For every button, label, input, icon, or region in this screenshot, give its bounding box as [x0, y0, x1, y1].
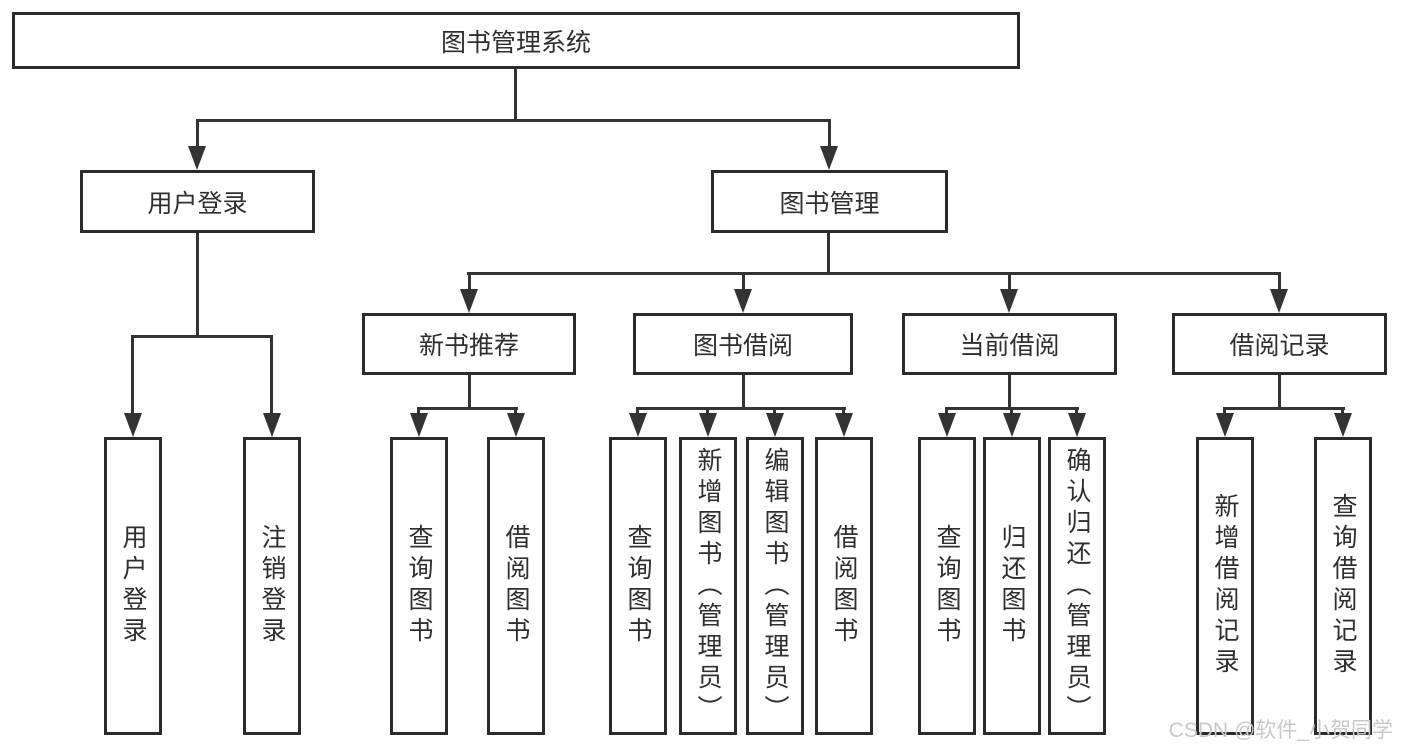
- arrow-down-icon: [1270, 289, 1288, 313]
- connector-line: [1278, 275, 1281, 291]
- connector-line: [270, 338, 273, 416]
- arrow-down-icon: [1003, 413, 1021, 437]
- connector-line: [742, 275, 745, 291]
- leaf-label: 编辑图书（管理员）: [761, 446, 789, 726]
- arrow-down-icon: [766, 413, 784, 437]
- arrow-down-icon: [1068, 413, 1086, 437]
- connector-line: [131, 335, 273, 338]
- node-label: 图书借阅: [692, 332, 793, 360]
- arrow-down-icon: [1334, 413, 1352, 437]
- arrow-down-icon: [1000, 289, 1018, 313]
- leaf-borrow-books-recommend: 借阅图书: [487, 437, 545, 735]
- leaf-label: 查询借阅记录: [1329, 493, 1357, 679]
- connector-line: [636, 407, 846, 410]
- leaf-label: 查询图书: [624, 524, 652, 648]
- node-label: 新书推荐: [418, 332, 519, 360]
- leaf-add-borrow-record: 新增借阅记录: [1196, 437, 1254, 735]
- leaf-label: 借阅图书: [830, 524, 858, 648]
- leaf-add-book-admin: 新增图书（管理员）: [679, 437, 737, 735]
- connector-line: [828, 122, 831, 148]
- arrow-down-icon: [410, 413, 428, 437]
- node-label: 当前借阅: [959, 332, 1060, 360]
- leaf-user-login: 用户登录: [104, 437, 162, 735]
- leaf-label: 注销登录: [258, 524, 286, 648]
- leaf-label: 新增借阅记录: [1211, 493, 1239, 679]
- node-label: 用户登录: [147, 189, 248, 218]
- node-new-book-recommendation: 新书推荐: [362, 313, 576, 375]
- arrow-down-icon: [820, 146, 838, 170]
- leaf-label: 用户登录: [119, 524, 147, 648]
- arrow-down-icon: [188, 146, 206, 170]
- connector-line: [467, 272, 1281, 275]
- arrow-down-icon: [263, 413, 281, 437]
- connector-line: [1278, 375, 1281, 407]
- connector-line: [1008, 375, 1011, 407]
- arrow-down-icon: [124, 413, 142, 437]
- leaf-query-books-recommend: 查询图书: [390, 437, 448, 735]
- leaf-query-books-current: 查询图书: [918, 437, 976, 735]
- arrow-down-icon: [629, 413, 647, 437]
- node-label: 图书管理: [779, 189, 880, 218]
- connector-line: [742, 375, 745, 407]
- leaf-label: 查询图书: [405, 524, 433, 648]
- leaf-edit-book-admin: 编辑图书（管理员）: [746, 437, 804, 735]
- connector-line: [468, 275, 471, 291]
- connector-line: [1008, 275, 1011, 291]
- leaf-label: 新增图书（管理员）: [694, 446, 722, 726]
- arrow-down-icon: [507, 413, 525, 437]
- leaf-query-borrow-record: 查询借阅记录: [1314, 437, 1372, 735]
- connector-line: [468, 375, 471, 407]
- node-current-borrowing: 当前借阅: [902, 313, 1117, 375]
- arrow-down-icon: [699, 413, 717, 437]
- connector-line: [514, 69, 517, 119]
- leaf-confirm-return-admin: 确认归还（管理员）: [1048, 437, 1106, 735]
- node-book-management: 图书管理: [711, 170, 948, 233]
- connector-line: [945, 407, 1079, 410]
- arrow-down-icon: [938, 413, 956, 437]
- connector-line: [827, 233, 830, 272]
- arrow-down-icon: [835, 413, 853, 437]
- leaf-label: 确认归还（管理员）: [1063, 446, 1091, 726]
- arrow-down-icon: [734, 289, 752, 313]
- node-label: 图书管理系统: [440, 28, 591, 57]
- connector-line: [1223, 407, 1345, 410]
- node-book-borrowing: 图书借阅: [633, 313, 853, 375]
- connector-line: [131, 338, 134, 416]
- leaf-label: 归还图书: [998, 524, 1026, 648]
- node-label: 借阅记录: [1229, 332, 1330, 360]
- connector-line: [196, 119, 831, 122]
- connector-line: [417, 407, 518, 410]
- node-borrowing-records: 借阅记录: [1172, 313, 1387, 375]
- leaf-label: 查询图书: [933, 524, 961, 648]
- leaf-borrow-books-borrowing: 借阅图书: [815, 437, 873, 735]
- leaf-return-book: 归还图书: [983, 437, 1041, 735]
- connector-line: [196, 122, 199, 148]
- connector-line: [196, 233, 199, 335]
- node-user-login: 用户登录: [80, 170, 315, 233]
- arrow-down-icon: [1216, 413, 1234, 437]
- node-library-system: 图书管理系统: [12, 12, 1020, 69]
- arrow-down-icon: [460, 289, 478, 313]
- watermark: CSDN @软件_小贺同学: [1168, 719, 1393, 742]
- leaf-label: 借阅图书: [502, 524, 530, 648]
- leaf-query-books-borrowing: 查询图书: [609, 437, 667, 735]
- leaf-logout: 注销登录: [243, 437, 301, 735]
